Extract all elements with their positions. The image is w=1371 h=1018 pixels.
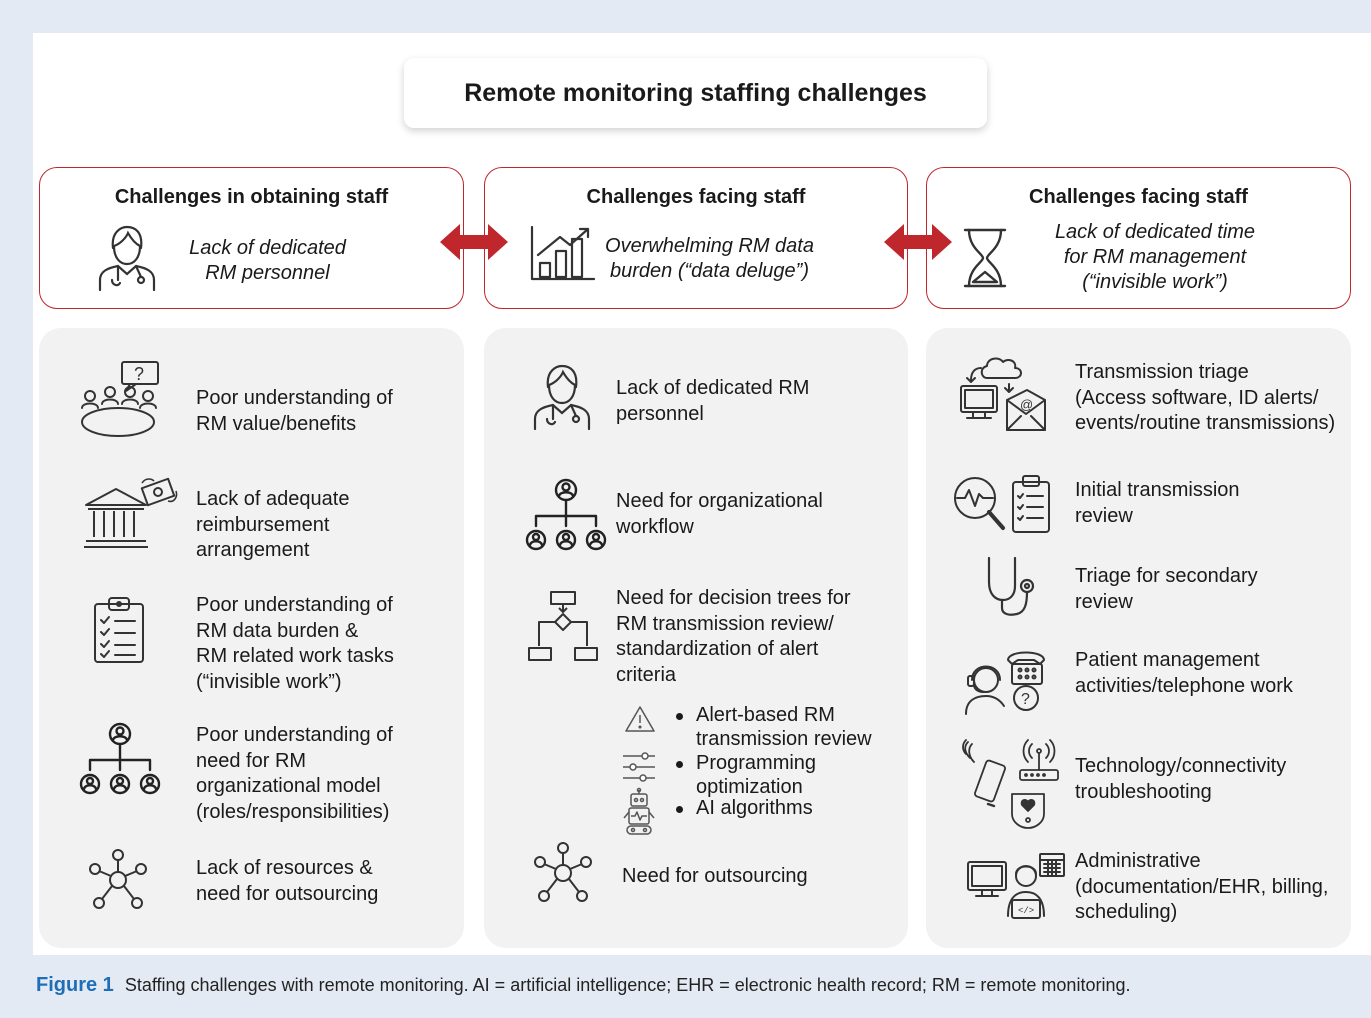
network-hub-icon [87, 849, 149, 911]
ecg-magnifier-clipboard-icon [951, 474, 1051, 536]
bar-chart-icon [530, 225, 596, 281]
clipboard-checklist-icon [93, 596, 145, 664]
doctor-icon [96, 224, 158, 292]
list-item: Need for outsourcing [622, 865, 808, 887]
computer-worker-calendar-icon: </> [966, 852, 1066, 922]
org-chart-icon [525, 478, 607, 556]
svg-text:@: @ [1020, 397, 1033, 412]
network-hub-icon [532, 842, 594, 904]
header-box-invisible-work: Challenges facing staff Lack of dedicate… [926, 167, 1351, 309]
header-subtitle: Lack of dedicated RM personnel [189, 237, 346, 284]
header-subtitle: Lack of dedicated time for RM management… [1054, 221, 1256, 293]
svg-text:?: ? [134, 364, 144, 384]
warning-icon [624, 705, 656, 733]
list-item: Administrative(documentation/EHR, billin… [1075, 850, 1329, 923]
list-item: Lack of resources &need for outsourcing [196, 857, 379, 905]
double-arrow-icon [884, 222, 952, 267]
headset-telephone-icon: ? [962, 648, 1052, 716]
meeting-question-icon: ? [80, 360, 162, 438]
bank-money-icon [82, 477, 182, 551]
figure-caption: Figure 1 Staffing challenges with remote… [36, 974, 1130, 997]
diagram-title: Remote monitoring staffing challenges [404, 58, 987, 128]
column-facing-staff-data [484, 328, 908, 948]
column-obtaining-staff [39, 328, 464, 948]
bullet-item: AI algorithms [674, 797, 813, 821]
caption-text: Staffing challenges with remote monitori… [124, 975, 1131, 995]
phone-router-device-icon [958, 739, 1059, 830]
doctor-icon [531, 363, 593, 431]
svg-text:</>: </> [1018, 906, 1034, 916]
caption-label: Figure 1 [36, 974, 114, 996]
sliders-icon [621, 752, 657, 782]
svg-text:?: ? [1021, 691, 1030, 708]
decision-tree-icon [527, 590, 599, 664]
robot-icon [622, 787, 656, 836]
stethoscope-icon [985, 556, 1037, 618]
org-chart-icon [79, 722, 161, 800]
header-title: Challenges facing staff [586, 186, 806, 208]
double-arrow-icon [440, 222, 508, 267]
header-box-data-burden: Challenges facing staff Overwhelming RM … [484, 167, 908, 309]
cloud-computer-email-icon: @ [957, 354, 1047, 434]
column-facing-staff-time [926, 328, 1351, 948]
list-item: Transmission triage(Access software, ID … [1075, 361, 1336, 434]
hourglass-icon [963, 228, 1007, 288]
header-box-obtaining-staff: Challenges in obtaining staff Lack of de… [39, 167, 464, 309]
header-subtitle: Overwhelming RM data burden (“data delug… [605, 235, 814, 282]
header-title: Challenges in obtaining staff [114, 186, 389, 208]
header-title: Challenges facing staff [1029, 186, 1248, 208]
